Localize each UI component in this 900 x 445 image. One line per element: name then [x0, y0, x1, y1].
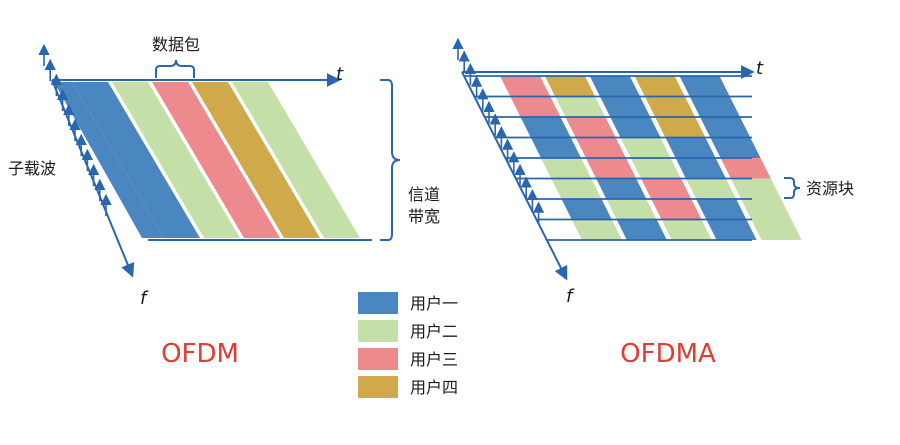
ofdma-cell-user2	[541, 158, 592, 179]
legend-label-user3: 用户三	[410, 350, 458, 369]
ofdm-diagram: t f 数据包 子载波 信道 带宽 OFDM	[8, 35, 440, 369]
legend-label-user1: 用户一	[410, 294, 458, 313]
ofdma-cell-user2	[751, 219, 802, 240]
ofdma-cell-user2	[551, 178, 602, 199]
ofdma-cell-user1	[700, 117, 751, 138]
ofdma-cell-user2	[730, 178, 782, 199]
ofdma-title: OFDMA	[620, 339, 716, 369]
ofdma-cell-user4	[544, 76, 596, 97]
ofdma-resource-grid	[500, 76, 802, 240]
ofdma-cell-user3	[641, 178, 692, 199]
legend-swatch-user3	[358, 348, 398, 370]
ofdma-cell-user4	[644, 96, 696, 117]
ofdma-cell-user1	[665, 137, 716, 158]
ofdma-resource-block-label: 资源块	[806, 179, 854, 198]
ofdma-cell-user1	[706, 219, 757, 240]
ofdma-cell-user1	[675, 158, 726, 179]
legend-label-user2: 用户二	[410, 322, 458, 341]
ofdma-subcarrier-arrows	[452, 37, 545, 224]
ofdm-band-user1	[72, 82, 200, 238]
ofdma-cell-user1	[520, 117, 571, 138]
ofdma-cell-user1	[610, 117, 661, 138]
ofdm-band-user3	[152, 82, 280, 238]
ofdma-cell-user3	[720, 158, 771, 179]
ofdm-bands	[54, 82, 360, 238]
ofdma-cell-user1	[561, 199, 612, 220]
ofdm-f-axis	[51, 79, 135, 278]
ofdma-f-axis	[461, 71, 568, 281]
ofdm-band-edge	[54, 82, 164, 238]
legend-swatch-user4	[358, 376, 398, 398]
ofdma-resource-block-brace	[784, 177, 801, 199]
ofdma-cell-user1	[616, 219, 667, 240]
ofdma-cell-user1	[679, 76, 730, 97]
ofdma-cell-user1	[530, 137, 581, 158]
legend-swatch-user1	[358, 292, 398, 314]
ofdma-diagram: t f 资源块 OFDMA	[452, 37, 854, 369]
ofdm-packet-brace	[155, 59, 195, 78]
ofdm-band-user4	[192, 82, 320, 238]
ofdma-cell-user1	[696, 199, 747, 220]
ofdma-cell-user4	[634, 76, 685, 97]
ofdma-cell-user1	[600, 96, 651, 117]
ofdma-cell-user3	[510, 96, 561, 117]
ofdma-cell-user3	[585, 158, 637, 179]
ofdma-cell-user3	[651, 199, 702, 220]
ofdma-cell-user2	[606, 199, 657, 220]
ofdma-cell-user3	[565, 117, 616, 138]
ofdma-cell-user3	[500, 76, 551, 97]
ofdm-subcarrier-label: 子载波	[8, 159, 56, 178]
ofdma-cell-user1	[596, 178, 647, 199]
ofdma-cell-user1	[689, 96, 741, 117]
ofdma-cell-user2	[571, 219, 622, 240]
ofdm-packet-label: 数据包	[152, 35, 200, 54]
ofdm-band-user2	[112, 82, 240, 238]
ofdma-cell-user1	[710, 137, 761, 158]
ofdm-band-user2	[232, 82, 360, 238]
ofdm-bandwidth-label-2: 带宽	[408, 207, 440, 226]
ofdma-cell-user4	[655, 117, 706, 138]
ofdm-f-label: f	[140, 288, 149, 309]
ofdma-grid-lines	[464, 75, 752, 241]
ofdma-cell-user2	[741, 199, 792, 220]
ofdma-cell-user2	[685, 178, 737, 199]
ofdma-cell-user2	[630, 158, 682, 179]
legend-label-user4: 用户四	[410, 378, 458, 397]
ofdm-bandwidth-label-1: 信道	[408, 185, 440, 204]
ofdm-bandwidth-brace	[380, 79, 401, 241]
ofdma-cell-user2	[620, 137, 671, 158]
ofdm-t-label: t	[336, 64, 344, 85]
ofdma-t-label: t	[756, 58, 764, 79]
ofdma-cell-user3	[575, 137, 626, 158]
ofdm-title: OFDM	[161, 339, 239, 369]
legend-swatch-user2	[358, 320, 398, 342]
ofdma-f-label: f	[566, 286, 575, 307]
ofdma-cell-user2	[661, 219, 712, 240]
ofdma-cell-user1	[589, 76, 641, 97]
ofdma-cell-user2	[555, 96, 606, 117]
